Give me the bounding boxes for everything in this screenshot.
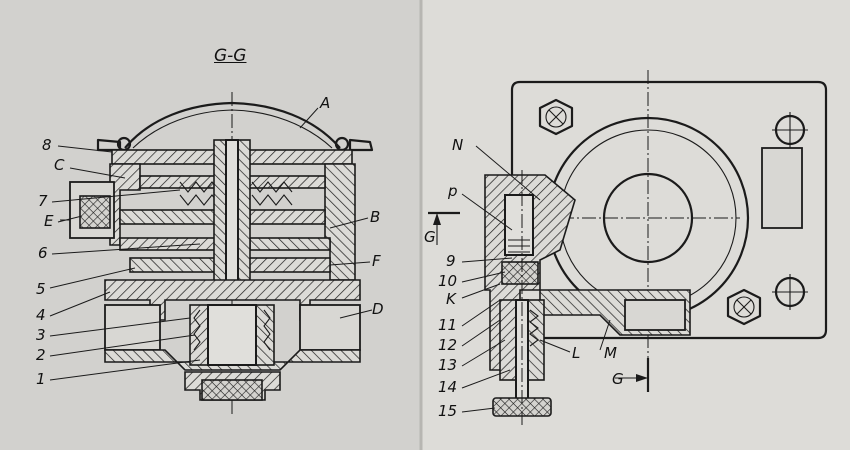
callout-8: 8 — [42, 136, 52, 154]
callout-e: E — [44, 212, 54, 230]
callout-1: 1 — [36, 370, 46, 388]
callout-m: M — [604, 344, 617, 362]
bolt-top-left — [538, 98, 574, 136]
seal-10 — [501, 261, 539, 285]
spring-right — [251, 181, 293, 193]
dome-cap — [124, 101, 341, 149]
callout-13: 13 — [438, 356, 458, 374]
callout-6: 6 — [38, 244, 48, 262]
section-mark-top-label: G — [424, 228, 436, 246]
callout-7: 7 — [38, 192, 48, 210]
callout-4: 4 — [36, 306, 46, 324]
callout-k: K — [446, 290, 456, 308]
callout-l: L — [572, 344, 581, 362]
callout-9: 9 — [446, 252, 456, 270]
callout-5: 5 — [36, 280, 46, 298]
callout-n: N — [452, 136, 464, 154]
lower-housing — [104, 279, 361, 321]
section-view-left — [60, 92, 374, 415]
body-wall-left — [109, 163, 141, 246]
bolt-bottom-right — [726, 288, 762, 326]
callout-b: B — [370, 208, 381, 226]
exhaust-filter — [201, 379, 263, 401]
valve-chamber-p — [504, 194, 534, 256]
section-title: G-G — [214, 46, 247, 66]
mounting-flange — [510, 80, 828, 340]
callout-14: 14 — [438, 378, 458, 396]
callout-10: 10 — [438, 272, 458, 290]
callout-p: p — [448, 182, 458, 200]
leader-lines — [49, 107, 611, 413]
callout-a: A — [320, 94, 331, 112]
section-mark-bottom-label: G — [612, 370, 624, 388]
callout-c: C — [54, 156, 65, 174]
callout-2: 2 — [36, 346, 46, 364]
callout-d: D — [372, 300, 384, 318]
valve-bore — [207, 304, 257, 366]
callout-f: F — [372, 252, 381, 270]
inlet-filter — [79, 195, 111, 229]
port-d — [299, 304, 361, 351]
section-view-right — [428, 70, 828, 425]
callout-12: 12 — [438, 336, 458, 354]
callout-3: 3 — [36, 326, 46, 344]
callout-15: 15 — [438, 402, 458, 420]
flange-recess — [761, 147, 803, 229]
callout-11: 11 — [438, 316, 458, 334]
